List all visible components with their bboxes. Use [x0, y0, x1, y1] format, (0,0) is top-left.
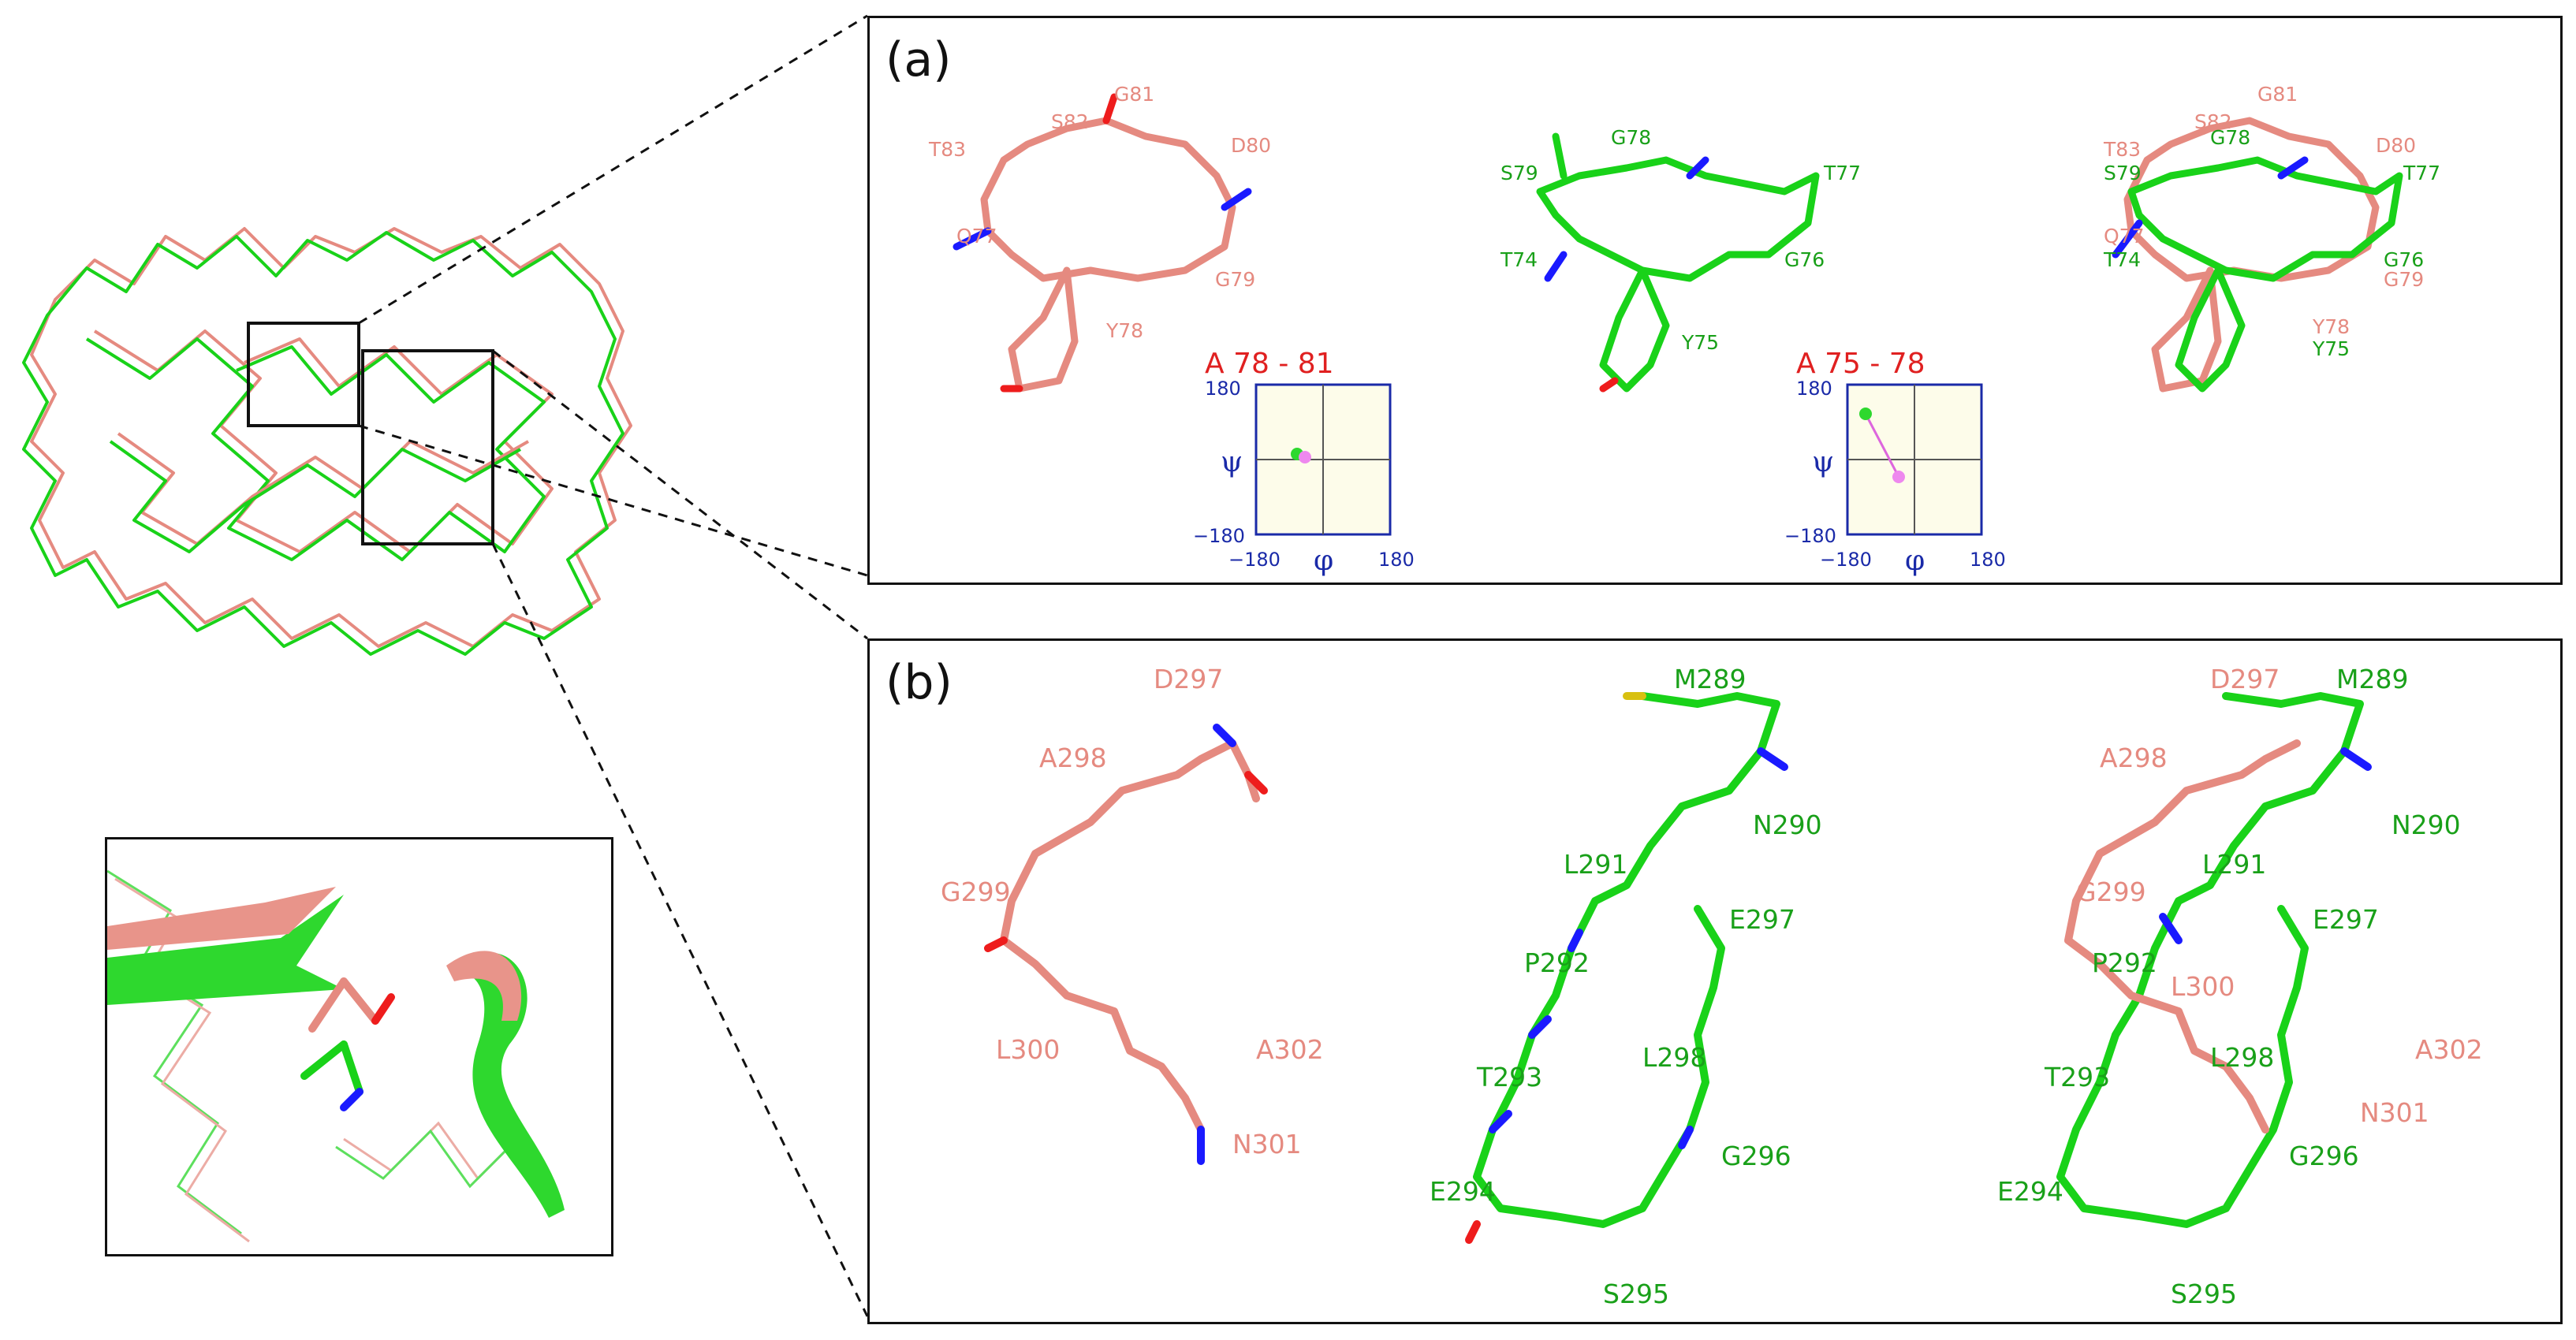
- salmon-chain-structure: [984, 724, 1268, 1165]
- rama-ymin: −180: [1784, 525, 1836, 547]
- res-label: L298: [2210, 1042, 2274, 1073]
- res-label: Y78: [1105, 319, 1143, 342]
- res-label: S82: [2194, 110, 2232, 133]
- res-label: N290: [1753, 810, 1822, 840]
- rama-phi: φ: [1314, 545, 1333, 577]
- res-label: S295: [2171, 1279, 2237, 1309]
- res-label: L291: [2202, 849, 2266, 880]
- rama-psi: ψ: [1221, 446, 1243, 478]
- rama-xmax: 180: [1970, 549, 2006, 571]
- overlay-chain-structure: [2056, 692, 2372, 1228]
- res-label: G79: [2384, 268, 2424, 291]
- res-label: E297: [1729, 904, 1795, 935]
- res-label: A298: [2100, 743, 2168, 773]
- green-labels: G78 S79 T77 T74 G76 Y75: [1500, 126, 1861, 354]
- res-label: T77: [1823, 162, 1861, 184]
- ramachandran-right: A 75 - 78 180 −180 −180 180 ψ φ: [1784, 348, 2006, 577]
- res-label: E294: [1430, 1176, 1496, 1207]
- res-label: G299: [941, 877, 1011, 907]
- res-label: L300: [2171, 971, 2235, 1002]
- salmon-loop-structure: [952, 93, 1252, 393]
- res-label: D80: [2376, 134, 2416, 157]
- panel-a: (a) G81 S82 D80 T83 Q77 G79 Y78: [867, 16, 2563, 585]
- res-label: T83: [928, 138, 966, 161]
- panel-a-label: (a): [885, 32, 952, 87]
- ramachandran-left: A 78 - 81 180 −180 −180 180 ψ φ: [1193, 348, 1415, 577]
- res-label: G79: [1215, 268, 1255, 291]
- res-label: Q77: [2104, 225, 2145, 248]
- res-label: A298: [1039, 743, 1107, 773]
- rama-psi: ψ: [1812, 446, 1834, 478]
- res-label: P292: [1524, 947, 1590, 978]
- res-label: E297: [2313, 904, 2379, 935]
- overlay-loop-structure: [2112, 117, 2403, 393]
- rama-title: A 75 - 78: [1796, 348, 1925, 380]
- res-label: L298: [1642, 1042, 1706, 1073]
- res-label: L291: [1564, 849, 1627, 880]
- rama-ymax: 180: [1796, 378, 1832, 400]
- res-label: S82: [1051, 110, 1089, 133]
- res-label: Y78: [2312, 315, 2350, 338]
- rama-xmax: 180: [1378, 549, 1415, 571]
- res-label: G299: [2076, 877, 2146, 907]
- res-label: T74: [2103, 248, 2141, 271]
- rama-xmin: −180: [1228, 549, 1281, 571]
- res-label: A302: [1256, 1034, 1324, 1065]
- res-label: N290: [2391, 810, 2461, 840]
- rama-phi: φ: [1905, 545, 1925, 577]
- panel-b: (b) D297 A298 G299 L300 A302 N301: [867, 638, 2563, 1324]
- res-label: D297: [1154, 664, 1223, 694]
- res-label: G76: [1784, 248, 1825, 271]
- res-label: N301: [2360, 1097, 2429, 1128]
- res-label: M289: [2336, 664, 2408, 694]
- res-label: G78: [2210, 126, 2250, 149]
- res-label: D297: [2210, 664, 2280, 694]
- res-label: T83: [2103, 138, 2141, 161]
- overlay-labels-b: D297 M289 A298 N290 L291 G299 E297 P292 …: [1997, 664, 2483, 1309]
- green-loop-structure: [1536, 132, 1820, 393]
- rama-ymin: −180: [1193, 525, 1245, 547]
- res-label: Y75: [2312, 337, 2350, 360]
- green-chain-structure: [1465, 692, 1788, 1244]
- rama-ymax: 180: [1205, 378, 1241, 400]
- rama-title: A 78 - 81: [1205, 348, 1334, 380]
- res-label: S295: [1603, 1279, 1669, 1309]
- res-label: N301: [1232, 1129, 1302, 1159]
- res-label: Q77: [956, 225, 997, 248]
- res-label: T293: [1476, 1062, 1542, 1092]
- salmon-labels: G81 S82 D80 T83 Q77 G79 Y78: [928, 83, 1271, 342]
- res-label: G78: [1611, 126, 1651, 149]
- overlay-labels: G81 S82 G78 D80 T83 S79 T77 Q77 T74 G76 …: [2103, 83, 2440, 360]
- res-label: T293: [2044, 1062, 2110, 1092]
- inset-closeup-frame: [105, 837, 613, 1256]
- res-label: E294: [1997, 1176, 2063, 1207]
- res-label: P292: [2092, 947, 2157, 978]
- res-label: Y75: [1681, 331, 1719, 354]
- res-label: S79: [2104, 162, 2142, 184]
- res-label: T77: [2403, 162, 2440, 184]
- res-label: G296: [2289, 1141, 2359, 1171]
- rama-xmin: −180: [1820, 549, 1872, 571]
- res-label: G81: [2257, 83, 2298, 106]
- res-label: G76: [2384, 248, 2424, 271]
- res-label: S79: [1500, 162, 1538, 184]
- green-labels-b: M289 N290 L291 E297 P292 L298 T293 G296 …: [1430, 664, 1822, 1309]
- res-label: M289: [1674, 664, 1746, 694]
- panel-b-label: (b): [885, 655, 952, 710]
- res-label: G296: [1721, 1141, 1791, 1171]
- salmon-labels-b: D297 A298 G299 L300 A302 N301: [941, 664, 1324, 1159]
- res-label: D80: [1231, 134, 1271, 157]
- cartoon-closeup-icon: [107, 869, 565, 1243]
- res-label: T74: [1500, 248, 1538, 271]
- res-label: G81: [1114, 83, 1154, 106]
- res-label: A302: [2415, 1034, 2483, 1065]
- protein-backbone-overlay-icon: [22, 227, 632, 656]
- res-label: L300: [996, 1034, 1060, 1065]
